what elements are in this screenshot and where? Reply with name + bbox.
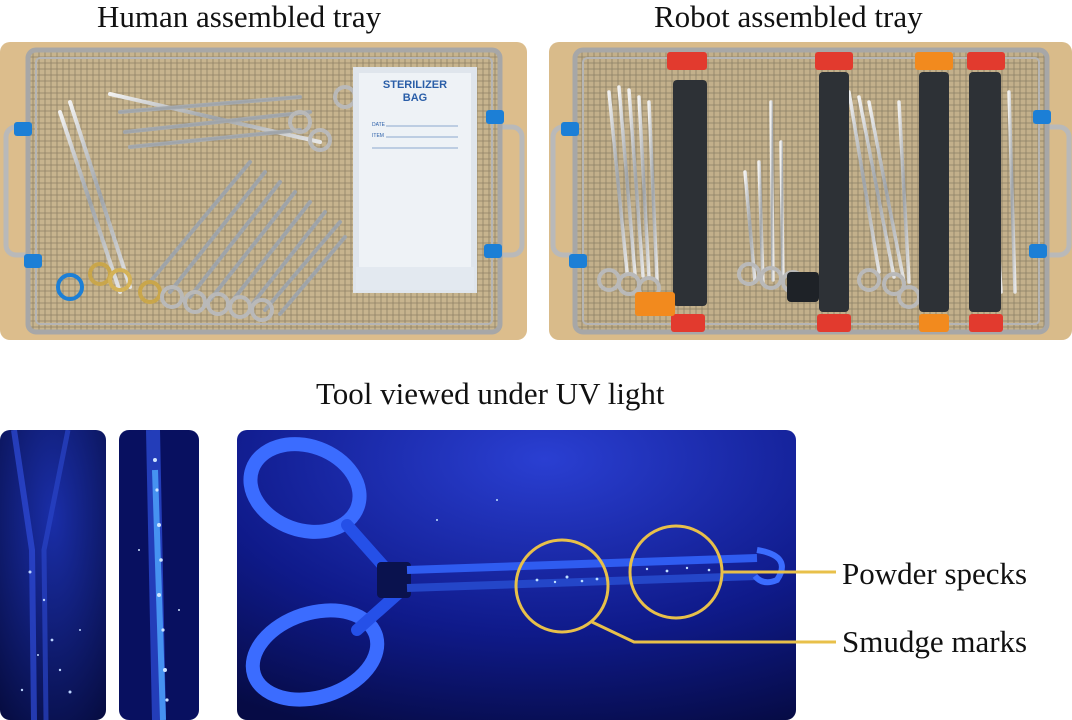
uv-closeup-left xyxy=(0,430,106,720)
robot-tray-photo xyxy=(549,42,1072,340)
human-tray-caption: Human assembled tray xyxy=(97,0,382,34)
uv-main-photo xyxy=(237,430,796,720)
robot-tray-caption: Robot assembled tray xyxy=(654,0,923,34)
bag-item-label: ITEM xyxy=(372,133,384,139)
smudge-marks-label: Smudge marks xyxy=(842,624,1028,659)
tray-holders xyxy=(635,52,1005,332)
sterilizer-bag: STERILIZER BAG DATE ITEM xyxy=(353,67,477,293)
bag-title-line1: STERILIZER xyxy=(383,79,447,91)
bag-title-line2: BAG xyxy=(403,92,427,104)
powder-specks-label: Powder specks xyxy=(842,556,1028,591)
human-tray-photo: STERILIZER BAG DATE ITEM xyxy=(0,42,527,340)
bag-date-label: DATE xyxy=(372,122,386,128)
uv-closeup-middle xyxy=(119,430,199,720)
uv-section-caption: Tool viewed under UV light xyxy=(316,376,665,411)
